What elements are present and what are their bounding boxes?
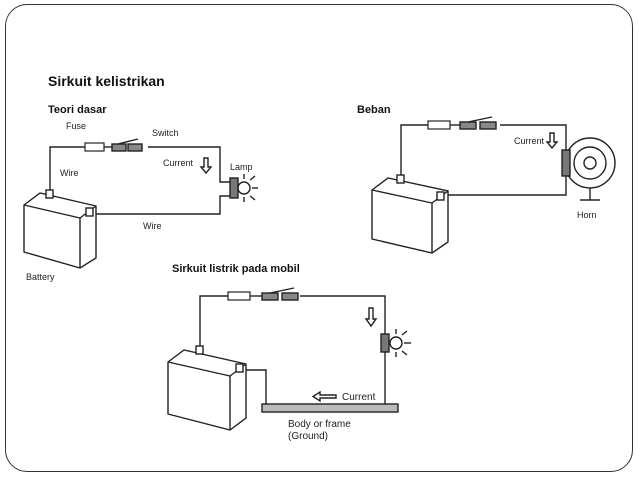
label-fuse: Fuse [66,121,86,131]
label-horn: Horn [577,210,597,220]
switch-symbol [111,138,143,152]
label-current-basic: Current [163,158,194,168]
basic-wire-top [49,146,85,190]
load-switch-symbol [459,116,497,130]
label-lamp: Lamp [230,162,253,172]
label-ground: (Ground) [288,431,328,442]
body-frame-bar [261,403,399,413]
basic-wire-top-right [148,146,230,183]
load-current-arrow-down [545,132,559,150]
current-arrow-down [199,157,213,175]
load-wire-top [400,124,428,178]
car-current-arrow-left [311,390,337,403]
label-body-frame: Body or frame [288,419,351,430]
car-lamp-symbol [380,329,411,357]
car-current-arrow-down [364,307,378,328]
label-battery: Battery [26,272,55,282]
label-wire-bottom: Wire [143,221,162,231]
load-circuit [371,116,616,254]
car-wire-ground [246,369,267,404]
car-wire-top [199,295,228,350]
lamp-symbol [229,174,258,202]
load-wire-bottom [447,176,567,196]
car-fuse-symbol [227,291,251,301]
car-battery-symbol [167,345,247,431]
car-wire-top-right [300,295,386,336]
load-battery-symbol [371,174,449,254]
section-title-basic: Teori dasar [48,104,107,116]
load-fuse-symbol [427,120,451,130]
basic-circuit [23,138,258,269]
car-circuit [167,287,411,431]
label-current-car: Current [342,392,376,403]
load-wire-top-right [500,124,567,150]
label-switch: Switch [152,128,179,138]
section-title-load: Beban [357,104,391,116]
fuse-symbol [84,142,105,152]
horn-symbol [561,137,616,201]
section-title-car: Sirkuit listrik pada mobil [172,263,300,275]
battery-symbol [23,189,97,269]
basic-wire-bottom [90,195,230,215]
car-switch-symbol [261,287,299,301]
slide-frame [5,4,633,472]
label-wire-top: Wire [60,168,79,178]
label-current-load: Current [514,136,545,146]
slide-title: Sirkuit kelistrikan [48,73,165,89]
